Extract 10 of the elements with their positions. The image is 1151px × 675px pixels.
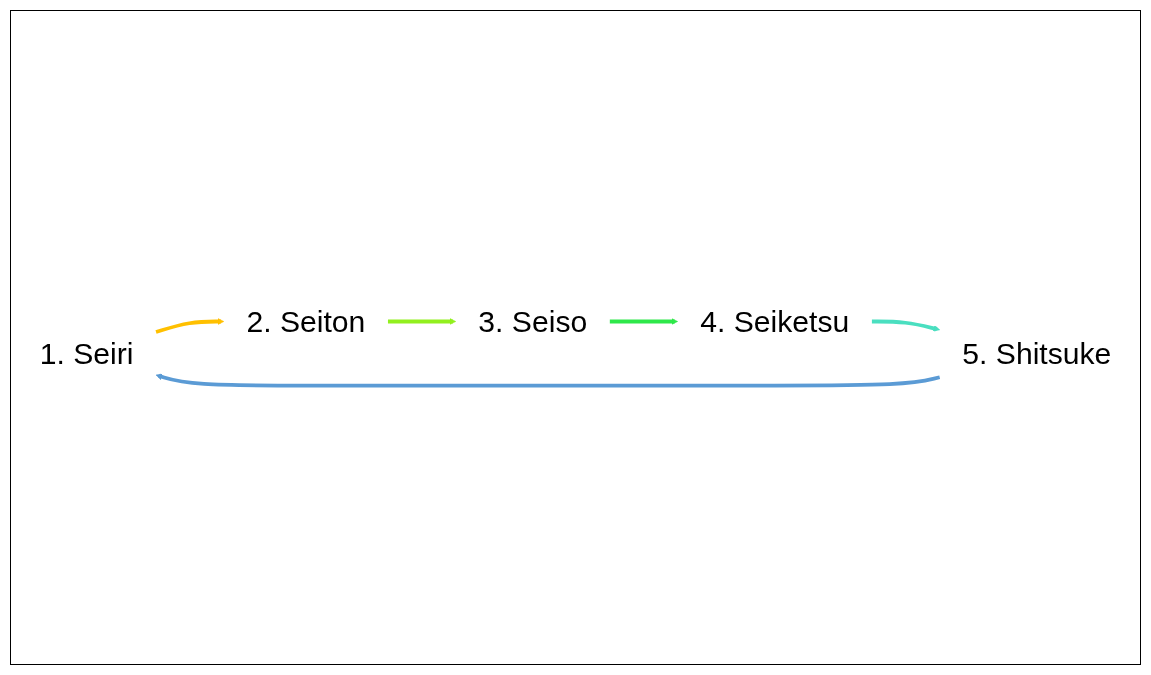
arrow	[155, 373, 941, 388]
node-text: 4. Seiketsu	[700, 304, 850, 339]
arrow	[871, 319, 940, 332]
arrow	[155, 318, 225, 334]
arrow	[609, 318, 678, 325]
node-text: 5. Shitsuke	[962, 336, 1112, 371]
node-text: 2. Seiton	[246, 304, 366, 339]
node-text: 1. Seiri	[39, 336, 134, 371]
node-text: 3. Seiso	[478, 304, 588, 339]
arrow	[387, 318, 457, 325]
